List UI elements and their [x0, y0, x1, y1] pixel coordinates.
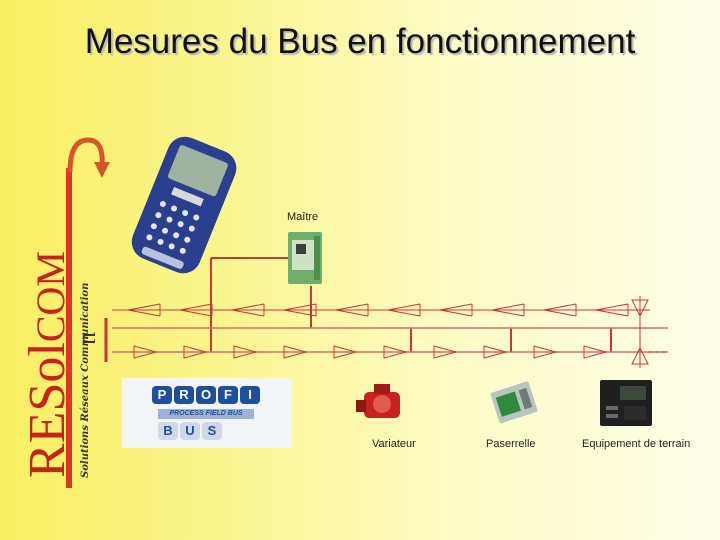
profibus-letter: R [174, 386, 194, 404]
bus-line-markers [104, 296, 668, 368]
bus-line [112, 327, 668, 353]
master-device-icon [288, 232, 322, 284]
handheld-tester-icon [131, 136, 237, 274]
profibus-letter: F [218, 386, 238, 404]
profibus-letter: O [196, 386, 216, 404]
gateway-label: Paserrelle [486, 438, 536, 450]
field-equipment-label: Equipement de terrain [582, 438, 691, 450]
profibus-tagline: PROCESS FIELD BUS [158, 409, 254, 419]
arrow-head-icon [94, 162, 110, 178]
profibus-letter: P [152, 386, 172, 404]
profibus-letter: I [240, 386, 260, 404]
brand-red-bar [66, 168, 72, 488]
field-equipment-icon [600, 380, 652, 426]
page-title: Mesures du Bus en fonctionnement [84, 22, 636, 61]
variator-label: Variateur [372, 438, 416, 450]
gateway-device-icon [490, 381, 538, 424]
profibus-letter: U [180, 422, 200, 440]
profibus-letter: S [202, 422, 222, 440]
variator-device-icon [356, 384, 400, 418]
profibus-letter: B [158, 422, 178, 440]
master-label: Maître [287, 211, 319, 223]
curved-arrow-icon [67, 137, 105, 173]
